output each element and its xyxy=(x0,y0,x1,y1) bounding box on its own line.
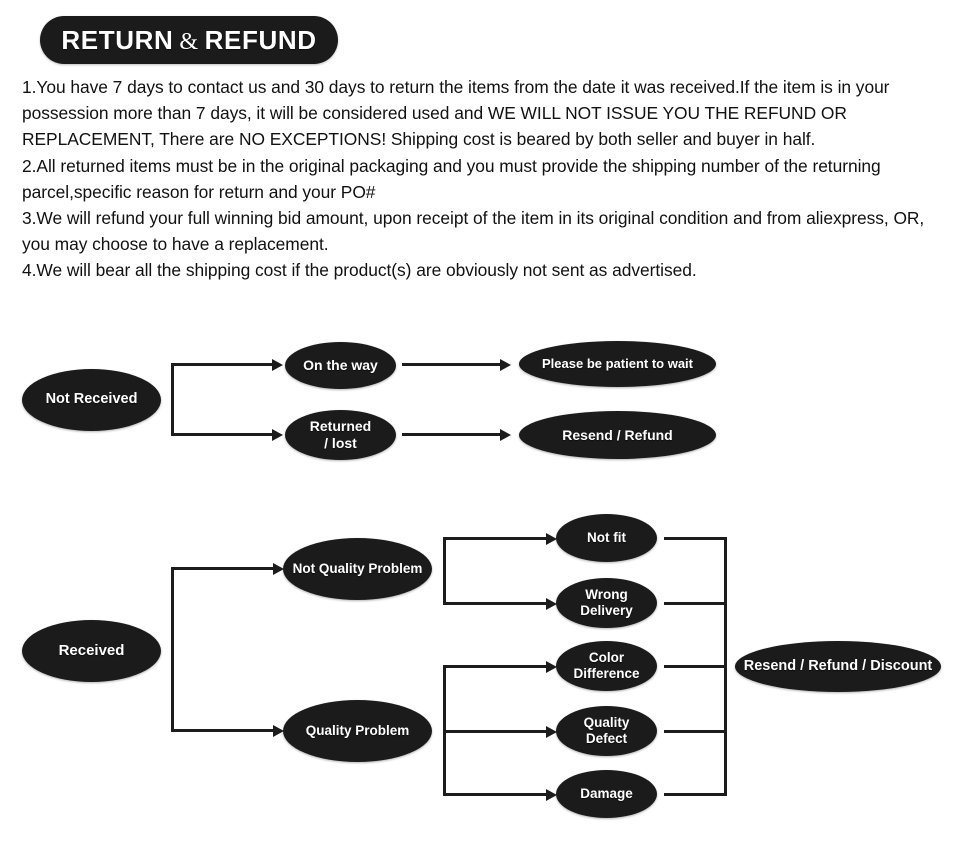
collector-stub-color-difference xyxy=(664,665,727,668)
collector-stub-not-fit xyxy=(664,537,727,540)
node-quality-problem-label: Quality Problem xyxy=(305,723,410,739)
node-resend-refund-discount-label: Resend / Refund / Discount xyxy=(743,657,933,674)
arrowhead-to-resend-refund xyxy=(500,428,511,441)
connector-quality-spine xyxy=(443,665,446,796)
policy-item-2: 2.All returned items must be in the orig… xyxy=(22,155,881,202)
node-wrong-delivery[interactable]: Wrong Delivery xyxy=(556,578,657,628)
node-quality-defect[interactable]: Quality Defect xyxy=(556,706,657,756)
node-returned-lost[interactable]: Returned / lost xyxy=(285,410,396,460)
node-color-difference[interactable]: Color Difference xyxy=(556,641,657,691)
node-received-label: Received xyxy=(58,642,125,660)
page-title-part-1: RETURN xyxy=(61,24,174,55)
node-resend-refund[interactable]: Resend / Refund xyxy=(519,411,716,459)
arrowhead-to-please-be-patient xyxy=(500,358,511,371)
node-resend-refund-discount[interactable]: Resend / Refund / Discount xyxy=(735,641,941,692)
node-not-fit-label: Not fit xyxy=(587,530,626,546)
node-please-be-patient-to-wait[interactable]: Please be patient to wait xyxy=(519,341,716,387)
connector-not-received-arm-bottom xyxy=(171,433,274,436)
collector-stub-wrong-delivery xyxy=(664,602,727,605)
collector-stub-damage xyxy=(664,793,727,796)
policy-item-4: 4.We will bear all the shipping cost if … xyxy=(22,260,697,281)
collector-stub-quality-defect xyxy=(664,730,727,733)
node-quality-defect-label: Quality Defect xyxy=(583,715,630,746)
connector-received-arm-bottom xyxy=(171,729,275,732)
node-received[interactable]: Received xyxy=(22,620,161,682)
connector-not-quality-arm-1 xyxy=(443,537,548,540)
connector-on-the-way-to-outcome xyxy=(402,363,502,366)
node-not-received-label: Not Received xyxy=(45,391,138,408)
node-resend-refund-label: Resend / Refund xyxy=(562,426,673,443)
node-not-fit[interactable]: Not fit xyxy=(556,514,657,562)
page-title-part-2: REFUND xyxy=(204,24,317,55)
node-color-difference-label: Color Difference xyxy=(573,650,640,681)
collector-spine xyxy=(724,537,727,796)
node-on-the-way-label: On the way xyxy=(303,357,378,374)
connector-quality-arm-3 xyxy=(443,793,548,796)
connector-quality-arm-2 xyxy=(443,730,548,733)
policy-item-1: 1.You have 7 days to contact us and 30 d… xyxy=(22,77,890,150)
page-title: RETURN&REFUND xyxy=(61,25,316,56)
policy-text-block: 1.You have 7 days to contact us and 30 d… xyxy=(22,74,950,284)
connector-received-spine xyxy=(171,567,174,732)
arrowhead-to-returned-lost xyxy=(272,428,283,441)
arrowhead-to-on-the-way xyxy=(272,358,283,371)
connector-returned-lost-to-outcome xyxy=(402,433,502,436)
connector-quality-arm-1 xyxy=(443,665,548,668)
node-not-quality-problem-label: Not Quality Problem xyxy=(292,561,423,577)
page-title-badge: RETURN&REFUND xyxy=(40,16,338,64)
connector-not-quality-arm-2 xyxy=(443,602,548,605)
node-quality-problem[interactable]: Quality Problem xyxy=(283,700,432,762)
node-returned-lost-label: Returned / lost xyxy=(309,418,372,451)
connector-not-received-arm-top xyxy=(171,363,274,366)
node-wrong-delivery-label: Wrong Delivery xyxy=(580,587,633,618)
connector-received-arm-top xyxy=(171,567,275,570)
policy-item-3: 3.We will refund your full winning bid a… xyxy=(22,208,925,255)
node-damage-label: Damage xyxy=(580,786,633,802)
node-not-quality-problem[interactable]: Not Quality Problem xyxy=(283,538,432,600)
connector-not-received-spine xyxy=(171,363,174,436)
node-on-the-way[interactable]: On the way xyxy=(285,342,396,389)
connector-not-quality-spine xyxy=(443,537,446,605)
page-title-ampersand: & xyxy=(179,28,199,55)
node-damage[interactable]: Damage xyxy=(556,770,657,818)
node-please-be-patient-to-wait-label: Please be patient to wait xyxy=(542,356,693,372)
node-not-received[interactable]: Not Received xyxy=(22,369,161,431)
